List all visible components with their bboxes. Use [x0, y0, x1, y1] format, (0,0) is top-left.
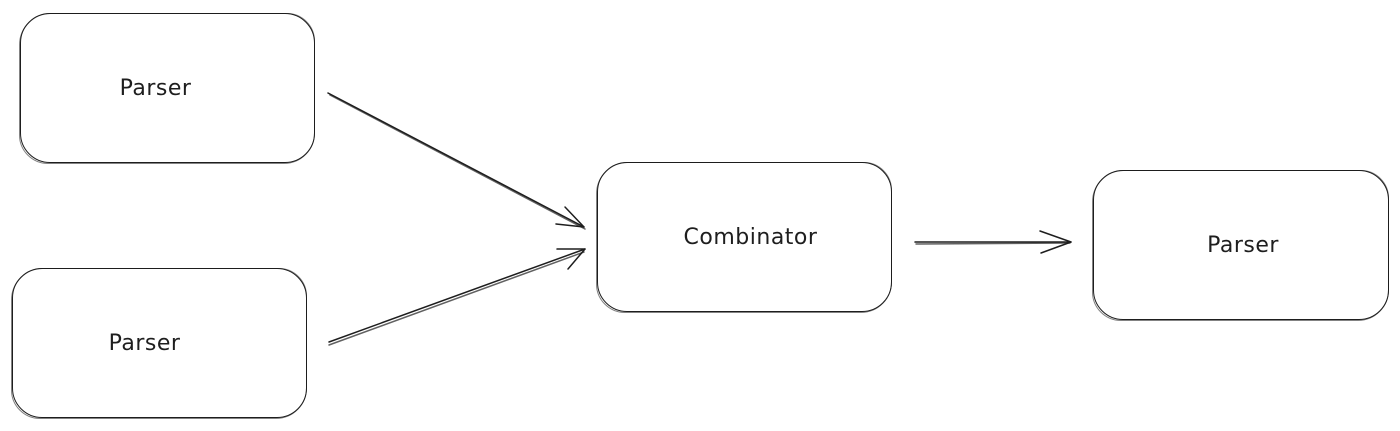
arrow-parser-bottom-to-combinator	[328, 248, 586, 346]
node-parser-top: Parser	[19, 13, 315, 164]
node-label: Parser	[119, 75, 192, 101]
arrow-combinator-to-parser-right	[914, 230, 1072, 254]
node-combinator: Combinator	[596, 162, 892, 313]
node-label: Combinator	[683, 224, 818, 250]
node-parser-bottom: Parser	[11, 268, 307, 419]
node-label: Parser	[1207, 232, 1279, 258]
node-label: Parser	[108, 330, 181, 356]
node-parser-right: Parser	[1092, 170, 1389, 321]
arrow-parser-top-to-combinator	[327, 92, 586, 230]
